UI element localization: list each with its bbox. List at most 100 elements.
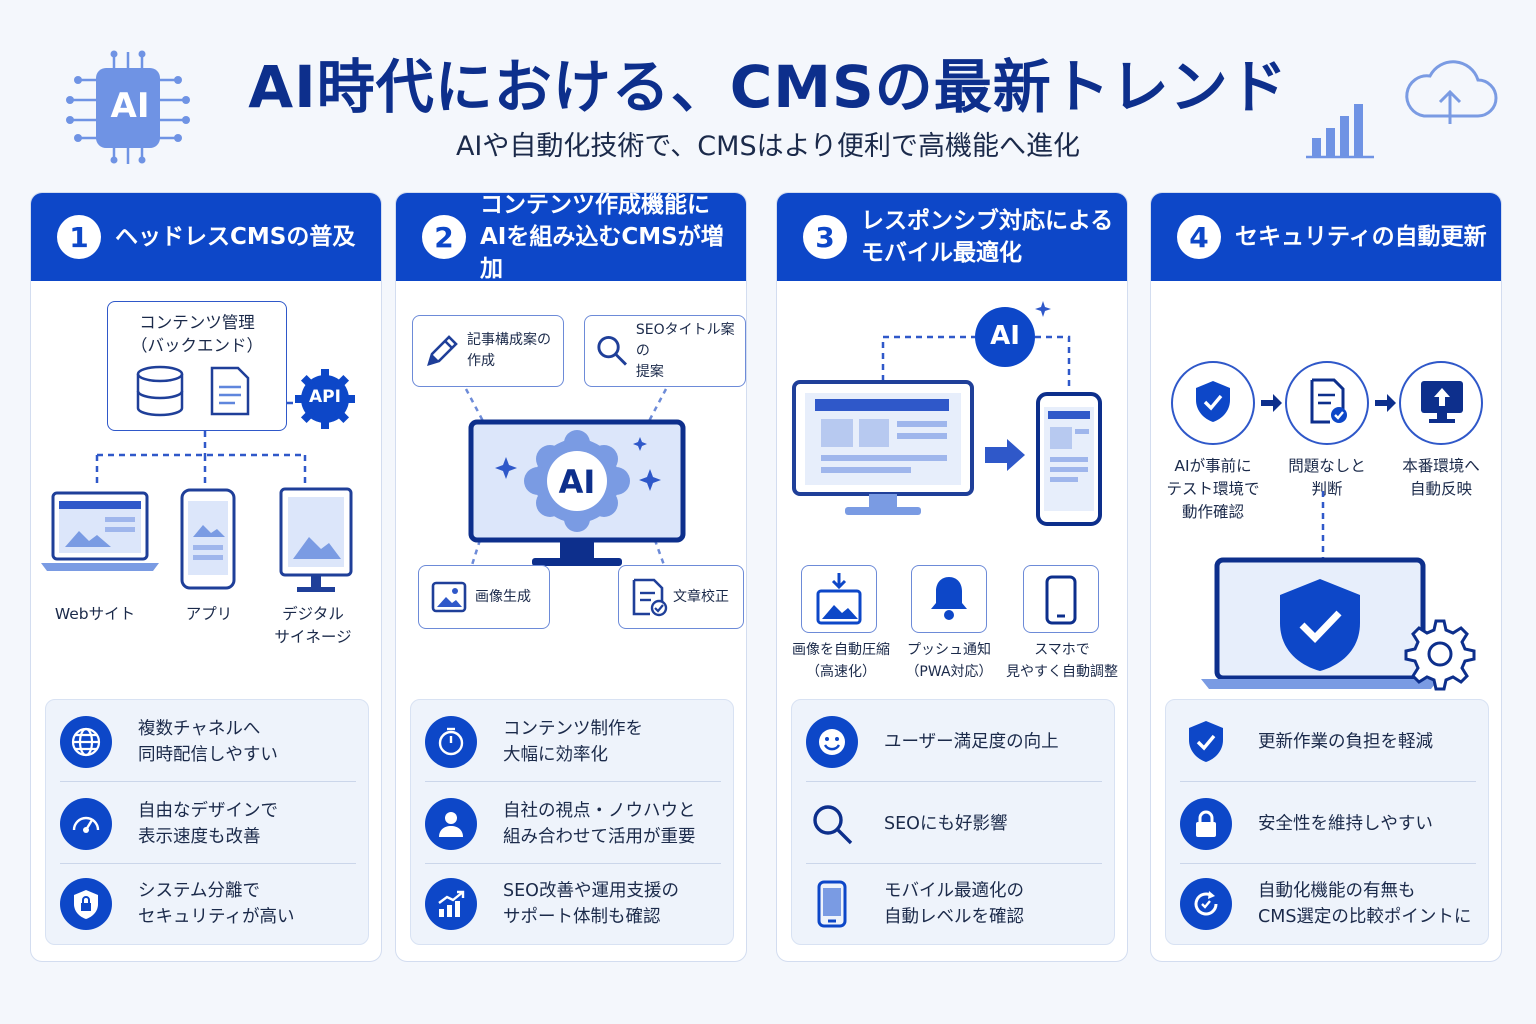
benefits-box: ユーザー満足度の向上 SEOにも好影響 モバイル最適化の 自動レベルを確認 xyxy=(791,699,1115,945)
benefit-item: 自社の視点・ノウハウと 組み合わせて活用が重要 xyxy=(411,784,735,864)
document-icon xyxy=(210,366,250,416)
connector-line xyxy=(1321,491,1325,559)
smartphone-icon xyxy=(1036,392,1102,526)
column-responsive: 3 レスポンシブ対応による モバイル最適化 AI xyxy=(776,192,1128,962)
signage-icon xyxy=(279,487,353,592)
desktop-monitor-icon xyxy=(792,380,974,515)
benefit-text: モバイル最適化の 自動レベルを確認 xyxy=(884,881,1024,927)
arrow-right-icon xyxy=(1261,394,1282,412)
column-security-update: 4 セキュリティの自動更新 AIが事前に テスト環境で 動作確認 問題なしと 判… xyxy=(1150,192,1502,962)
column-title: レスポンシブ対応による モバイル最適化 xyxy=(861,208,1114,266)
column-header: 4 セキュリティの自動更新 xyxy=(1151,193,1501,281)
output-label-app: アプリ xyxy=(185,605,233,623)
smartphone-icon xyxy=(806,878,858,930)
document-check-icon xyxy=(1310,378,1347,424)
column-title: コンテンツ作成機能に AIを組み込むCMSが増加 xyxy=(480,192,724,282)
responsive-diagram: AI 画像を自動圧縮 （高 xyxy=(777,281,1127,691)
refresh-icon xyxy=(1180,878,1232,930)
output-label-web: Webサイト xyxy=(54,605,136,623)
feature-label: 文章校正 xyxy=(673,588,729,605)
step-circle-deploy xyxy=(1399,361,1483,445)
benefit-text: SEOにも好影響 xyxy=(884,814,1008,834)
benefit-item: コンテンツ制作を 大幅に効率化 xyxy=(411,702,735,782)
step-label: AIが事前に テスト環境で 動作確認 xyxy=(1166,457,1260,521)
page-title: AI時代における、CMSの最新トレンド xyxy=(248,53,1288,121)
image-icon xyxy=(431,581,467,613)
api-label: API xyxy=(309,387,341,407)
headless-diagram: コンテンツ管理 （バックエンド） API xyxy=(31,281,381,691)
benefit-text: システム分離で セキュリティが高い xyxy=(138,881,295,927)
column-ai-content: 2 コンテンツ作成機能に AIを組み込むCMSが増加 記事構成案の 作成 SEO… xyxy=(395,192,747,962)
secure-laptop-icon xyxy=(1201,557,1439,689)
column-headless-cms: 1 ヘッドレスCMSの普及 コンテンツ管理 （バックエンド） API xyxy=(30,192,382,962)
cloud-upload-icon xyxy=(1405,60,1498,124)
bar-chart-icon xyxy=(1306,104,1374,159)
benefit-item: モバイル最適化の 自動レベルを確認 xyxy=(792,864,1116,944)
header: AI AI時代における、CMSの最新トレンド AIや自動化技術で、CMSはより便… xyxy=(0,0,1536,190)
page-subtitle: AIや自動化技術で、CMSはより便利で高機能へ進化 xyxy=(455,131,1081,162)
benefit-text: SEO改善や運用支援の サポート体制も確認 xyxy=(503,881,679,927)
smile-icon xyxy=(806,716,858,768)
benefit-item: ユーザー満足度の向上 xyxy=(792,702,1116,782)
feature-chip-outline: 記事構成案の 作成 xyxy=(412,315,564,387)
feature-chip-proofread: 文章校正 xyxy=(618,565,744,629)
connector-lines xyxy=(95,401,307,487)
image-download-icon xyxy=(816,573,862,625)
shield-check-icon xyxy=(1180,716,1232,768)
benefit-text: 自由なデザインで 表示速度も改善 xyxy=(138,801,278,847)
benefit-item: 安全性を維持しやすい xyxy=(1166,784,1490,864)
output-label-signage: デジタル サイネージ xyxy=(274,605,352,646)
security-diagram: AIが事前に テスト環境で 動作確認 問題なしと 判断 本番環境へ 自動反映 xyxy=(1151,281,1501,691)
pencil-icon xyxy=(427,335,458,366)
smartphone-outline-icon xyxy=(1045,575,1077,625)
backend-label: コンテンツ管理 （バックエンド） xyxy=(131,313,263,355)
column-title: ヘッドレスCMSの普及 xyxy=(115,224,356,250)
benefit-text: 複数チャネルへ 同時配信しやすい xyxy=(138,719,278,765)
document-check-icon xyxy=(632,578,668,617)
feature-chip-seo-title: SEOタイトル案の 提案 xyxy=(584,315,746,387)
feature-label: スマホで 見やすく自動調整 xyxy=(1006,642,1118,680)
ai-chip-label: AI xyxy=(110,86,150,126)
arrow-right-icon xyxy=(985,439,1025,471)
benefits-box: 更新作業の負担を軽減 安全性を維持しやすい 自動化機能の有無も CMS選定の比較… xyxy=(1165,699,1489,945)
step-number: 1 xyxy=(57,215,101,259)
gear-icon xyxy=(1404,619,1476,691)
feature-label: 記事構成案の 作成 xyxy=(467,332,551,369)
feature-label: プッシュ通知 （PWA対応） xyxy=(905,642,993,680)
globe-icon xyxy=(60,716,112,768)
api-gear-icon xyxy=(295,369,355,429)
stopwatch-icon xyxy=(425,716,477,768)
smartphone-icon xyxy=(180,488,236,590)
feature-label: 画像生成 xyxy=(475,588,531,605)
benefit-text: 更新作業の負担を軽減 xyxy=(1258,732,1433,752)
benefits-box: コンテンツ制作を 大幅に効率化 自社の視点・ノウハウと 組み合わせて活用が重要 … xyxy=(410,699,734,945)
search-icon xyxy=(597,335,627,366)
bell-icon xyxy=(931,577,967,620)
feature-label: 画像を自動圧縮 （高速化） xyxy=(792,642,890,680)
column-title: セキュリティの自動更新 xyxy=(1235,224,1487,250)
ai-badge xyxy=(975,307,1035,367)
feature-label: SEOタイトル案の 提案 xyxy=(635,321,735,380)
step-number: 2 xyxy=(422,215,466,259)
benefit-text: コンテンツ制作を 大幅に効率化 xyxy=(503,719,643,765)
benefit-text: 自動化機能の有無も CMS選定の比較ポイントに xyxy=(1258,881,1472,927)
speedometer-icon xyxy=(60,798,112,850)
arrow-right-icon xyxy=(1375,394,1396,412)
ai-label: AI xyxy=(558,463,596,501)
feature-chip-image-gen: 画像生成 xyxy=(418,565,550,629)
ai-label: AI xyxy=(990,321,1020,351)
benefit-item: システム分離で セキュリティが高い xyxy=(46,864,370,944)
benefit-text: 自社の視点・ノウハウと 組み合わせて活用が重要 xyxy=(503,801,696,847)
benefits-box: 複数チャネルへ 同時配信しやすい 自由なデザインで 表示速度も改善 システム分離… xyxy=(45,699,369,945)
benefit-item: SEO改善や運用支援の サポート体制も確認 xyxy=(411,864,735,944)
step-label: 問題なしと 判断 xyxy=(1288,457,1366,498)
benefit-item: 更新作業の負担を軽減 xyxy=(1166,702,1490,782)
lock-shield-icon xyxy=(60,878,112,930)
shield-check-icon xyxy=(1196,381,1230,422)
benefit-item: SEOにも好影響 xyxy=(792,784,1116,864)
benefit-text: ユーザー満足度の向上 xyxy=(884,732,1059,752)
person-icon xyxy=(425,798,477,850)
column-header: 1 ヘッドレスCMSの普及 xyxy=(31,193,381,281)
laptop-icon xyxy=(41,491,159,571)
upload-monitor-icon xyxy=(1421,381,1463,423)
